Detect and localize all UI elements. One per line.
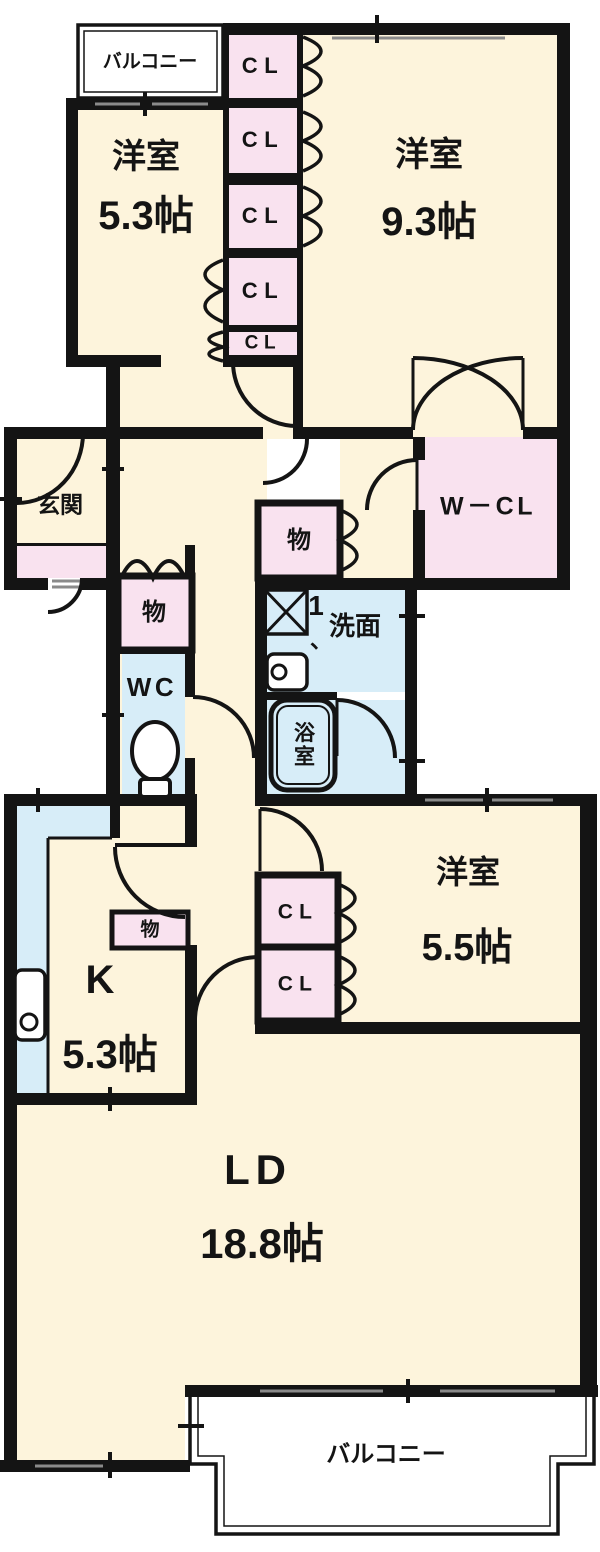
kitchen-size: 5.3帖: [62, 1033, 158, 1077]
toilet-icon: [130, 720, 180, 799]
room-5-5-size: 5.5帖: [421, 927, 513, 969]
balcony-top-label: バルコニー: [102, 51, 198, 73]
cl-label-1: CL: [241, 53, 285, 78]
doors: [16, 35, 525, 1021]
kitchen-sink-icon: [13, 968, 47, 1042]
windows: [35, 36, 555, 1468]
room-9-3-size: 9.3帖: [381, 200, 477, 244]
cl-label-7: CL: [277, 972, 319, 996]
wc-label: WC: [126, 672, 178, 702]
storage-kitchen-label: 物: [140, 919, 160, 941]
balcony-bottom-label: バルコニー: [326, 1441, 446, 1468]
senmen-label: 洗面: [328, 611, 382, 641]
wcl-label: W－CL: [440, 492, 536, 521]
cl-label-2: CL: [241, 127, 285, 152]
washing-machine-icon: [263, 588, 309, 636]
cl-label-5: CL: [244, 332, 282, 354]
wall-ticks: [0, 15, 489, 1478]
bath-label: 浴室: [291, 721, 315, 769]
walls: [0, 23, 598, 1472]
room-5-3-name: 洋室: [112, 138, 180, 176]
cl-label-3: CL: [241, 203, 285, 228]
ld-name: LD: [224, 1146, 292, 1193]
room-5-5-name: 洋室: [435, 854, 501, 890]
genkan-label: 玄関: [37, 491, 83, 518]
kitchen-name: K: [85, 958, 115, 1002]
washbasin-icon: [265, 652, 309, 692]
cl-label-4: CL: [241, 278, 285, 303]
closet-fills: [17, 35, 557, 578]
ld-size: 18.8帖: [200, 1220, 324, 1267]
fixtures: [13, 588, 338, 1042]
washer-comma: 、: [309, 628, 333, 653]
room-9-3-name: 洋室: [395, 136, 463, 174]
washer-number: 1: [308, 590, 324, 621]
bathtub-icon: [268, 697, 338, 793]
storage-mid-label: 物: [287, 527, 311, 554]
storage-corridor-label: 物: [142, 599, 166, 626]
balcony-outlines: [76, 23, 596, 1536]
cl-label-6: CL: [277, 900, 319, 924]
room-5-3-size: 5.3帖: [98, 194, 194, 238]
